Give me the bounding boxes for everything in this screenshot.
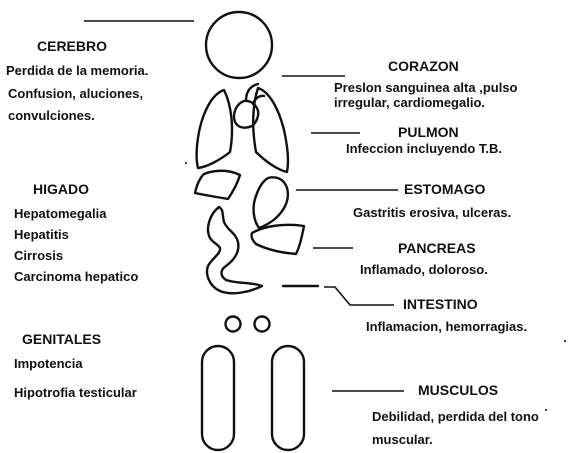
musculos-effect: muscular. (372, 432, 433, 447)
intestine-outline (205, 205, 264, 295)
higado-effect: Cirrosis (14, 248, 64, 263)
intestino-heading: INTESTINO (403, 296, 478, 312)
pulmon-heading: PULMON (398, 124, 459, 140)
higado-heading: HIGADO (33, 181, 89, 197)
left-leg-muscle-outline (200, 344, 236, 452)
heart-outline (232, 99, 260, 129)
heart-vessel (244, 82, 260, 103)
estomago-heading: ESTOMAGO (404, 181, 486, 197)
heart-vessel-2 (251, 94, 266, 106)
cerebro-effect: Perdida de la memoria. (6, 63, 149, 78)
left-testicle-outline (224, 315, 242, 333)
intestino-leader-line (324, 286, 394, 306)
higado-effect: Hepatomegalia (14, 206, 107, 221)
genitales-effect: Hipotrofia testicular (14, 385, 137, 400)
higado-effect: Carcinoma hepatico (14, 269, 139, 284)
estomago-effect: Gastritis erosiva, ulceras. (353, 205, 512, 220)
intestino-effect: Inflamacion, hemorragias. (366, 319, 528, 334)
pancreas-effect: Inflamado, doloroso. (360, 262, 488, 277)
higado-effect: Hepatitis (14, 227, 69, 242)
cerebro-effect: convulciones. (8, 108, 95, 123)
corazon-effect: Preslon sanguinea alta ,pulso (334, 80, 518, 95)
liver-outline (193, 169, 242, 201)
pancreas-heading: PANCREAS (398, 240, 476, 256)
genitales-heading: GENITALES (22, 331, 102, 347)
left-lung-outline (195, 88, 234, 170)
right-lung-outline (252, 86, 290, 174)
cerebro-heading: CEREBRO (37, 38, 108, 54)
corazon-heading: CORAZON (388, 58, 459, 74)
genitales-effect: Impotencia (14, 356, 83, 371)
right-testicle-outline (253, 315, 271, 333)
pancreas-outline (250, 223, 306, 256)
right-leg-muscle-outline (270, 344, 306, 452)
pulmon-effect: Infeccion incluyendo T.B. (346, 141, 503, 156)
musculos-heading: MUSCULOS (418, 382, 499, 398)
brain-outline (204, 10, 274, 80)
corazon-effect: irregular, cardiomegalio. (334, 95, 485, 110)
cerebro-effect: Confusion, aluciones, (8, 86, 144, 101)
musculos-effect: Debilidad, perdida del tono (372, 409, 539, 424)
stomach-outline (252, 176, 290, 230)
